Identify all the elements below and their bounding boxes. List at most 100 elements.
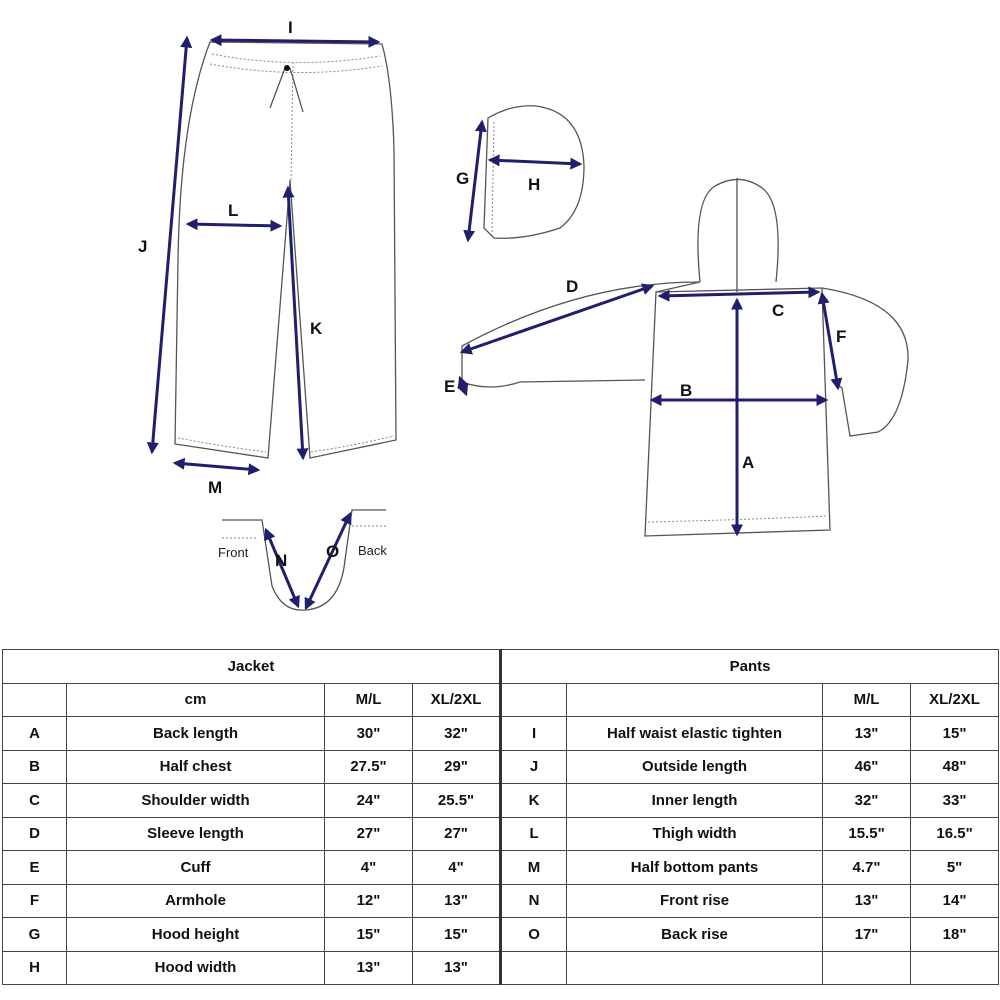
jacket-name-cell: Shoulder width [66, 783, 325, 818]
jacket-xl-cell: 25.5" [411, 783, 502, 818]
jacket-code-cell: G [2, 917, 67, 952]
label-c: C [772, 301, 784, 320]
jacket-hood-outline [697, 178, 779, 283]
measure-line-i [209, 34, 381, 48]
label-h: H [528, 175, 540, 194]
pants-ml-cell: 15.5" [822, 816, 912, 851]
measure-line-f [817, 291, 843, 391]
jacket-xl-cell: 29" [411, 749, 502, 784]
label-l: L [228, 201, 238, 220]
jacket-code-cell: D [2, 816, 67, 851]
measure-line-k [282, 185, 309, 461]
drawstring-knot-icon [284, 65, 290, 71]
jacket-code-cell: F [2, 883, 67, 918]
jacket-name-header: cm [66, 682, 325, 717]
jacket-ml-cell: 27" [324, 816, 413, 851]
jacket-code-cell: C [2, 783, 67, 818]
rise-front-label: Front [218, 545, 249, 560]
label-d: D [566, 277, 578, 296]
jacket-ml-header: M/L [324, 682, 413, 717]
pants-code-cell: N [499, 883, 568, 918]
label-f: F [836, 327, 846, 346]
pants-ml-cell: 46" [822, 749, 912, 784]
measure-line-g [463, 119, 487, 243]
label-n: N [275, 551, 287, 570]
jacket-ml-cell: 12" [324, 883, 413, 918]
pants-code-cell [499, 950, 568, 985]
pants-drawing [174, 41, 397, 459]
jacket-hem [647, 515, 829, 523]
measure-line-m [172, 457, 261, 476]
jacket-ml-cell: 27.5" [324, 749, 413, 784]
label-o: O [326, 542, 339, 561]
label-j: J [138, 237, 147, 256]
pants-name-cell: Half waist elastic tighten [566, 716, 824, 751]
pants-code-cell: L [499, 816, 568, 851]
pants-name-cell: Front rise [566, 883, 824, 918]
front-seam [290, 61, 294, 181]
pants-xl-cell: 5" [910, 850, 1000, 885]
jacket-name-cell: Back length [66, 716, 325, 751]
pants-ml-cell [822, 950, 912, 985]
pants-ml-cell: 32" [822, 783, 912, 818]
label-a: A [742, 453, 754, 472]
jacket-ml-cell: 15" [324, 917, 413, 952]
label-b: B [680, 381, 692, 400]
measurement-diagram: I J K L M Front Back N O G H D C [138, 18, 909, 611]
pants-xl-cell: 18" [910, 917, 1000, 952]
pants-xl-cell [910, 950, 1000, 985]
rise-drawing: Front Back N O [218, 509, 387, 611]
jacket-name-cell: Armhole [66, 883, 325, 918]
pants-title: Pants [499, 649, 1000, 684]
jacket-name-cell: Cuff [66, 850, 325, 885]
pants-ml-cell: 13" [822, 716, 912, 751]
pants-name-cell: Inner length [566, 783, 824, 818]
label-i: I [288, 18, 293, 37]
jacket-code-header [2, 682, 67, 717]
measure-line-n [264, 527, 300, 609]
waistband-elastic-lower [209, 63, 383, 73]
jacket-code-cell: B [2, 749, 67, 784]
pants-xl-cell: 33" [910, 783, 1000, 818]
jacket-code-cell: E [2, 850, 67, 885]
pants-name-header [566, 682, 824, 717]
jacket-xl-cell: 4" [411, 850, 502, 885]
waistband-elastic [211, 53, 381, 63]
pants-xl-cell: 15" [910, 716, 1000, 751]
rise-back-label: Back [358, 543, 387, 558]
pants-code-cell: K [499, 783, 568, 818]
jacket-drawing [461, 178, 909, 537]
pants-code-cell: I [499, 716, 568, 751]
measure-line-j [146, 35, 193, 455]
pants-name-cell [566, 950, 824, 985]
rise-outline [222, 509, 386, 611]
jacket-ml-cell: 24" [324, 783, 413, 818]
pants-outline [174, 41, 397, 459]
jacket-xl-cell: 13" [411, 950, 502, 985]
hood-drawing: G H [456, 105, 585, 243]
pants-xl-cell: 14" [910, 883, 1000, 918]
pants-code-cell: O [499, 917, 568, 952]
pants-code-cell: M [499, 850, 568, 885]
jacket-ml-cell: 13" [324, 950, 413, 985]
jacket-right-sleeve [821, 287, 909, 437]
jacket-name-cell: Hood width [66, 950, 325, 985]
right-leg-cuff [310, 435, 395, 453]
jacket-xl-cell: 32" [411, 716, 502, 751]
left-leg-cuff [177, 437, 267, 453]
pants-xl-cell: 48" [910, 749, 1000, 784]
label-m: M [208, 478, 222, 497]
jacket-xl-cell: 15" [411, 917, 502, 952]
pants-ml-header: M/L [822, 682, 912, 717]
pants-name-cell: Back rise [566, 917, 824, 952]
jacket-code-cell: H [2, 950, 67, 985]
pants-xl-cell: 16.5" [910, 816, 1000, 851]
pants-code-header [499, 682, 568, 717]
measure-line-o [304, 511, 352, 611]
